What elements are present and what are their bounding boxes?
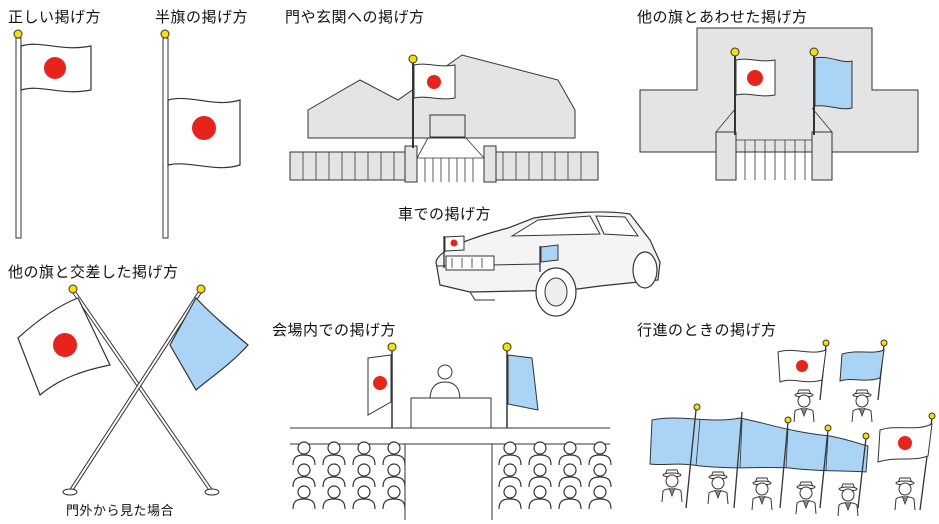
title-half-mast: 半旗の掲げ方 <box>155 8 249 26</box>
half-mast-illustration <box>160 29 241 239</box>
title-venue: 会場内での掲げ方 <box>272 321 397 339</box>
title-parade: 行進のときの掲げ方 <box>637 321 777 339</box>
title-correct: 正しい掲げ方 <box>8 8 102 26</box>
venue-illustration <box>290 342 612 520</box>
correct-flag-illustration <box>13 29 92 239</box>
car-illustration <box>435 211 661 317</box>
title-car: 車での掲げ方 <box>398 205 492 223</box>
title-crossed: 他の旗と交差した掲げ方 <box>8 263 179 281</box>
title-gate: 門や玄関への掲げ方 <box>285 8 425 26</box>
parade-illustration <box>649 339 936 517</box>
crossed-caption: 門外から見た場合 <box>66 504 175 519</box>
gate-illustration <box>289 54 599 183</box>
with-other-flag-illustration <box>639 27 919 181</box>
crossed-flags-illustration <box>17 284 249 496</box>
title-with-other: 他の旗とあわせた掲げ方 <box>637 8 808 26</box>
